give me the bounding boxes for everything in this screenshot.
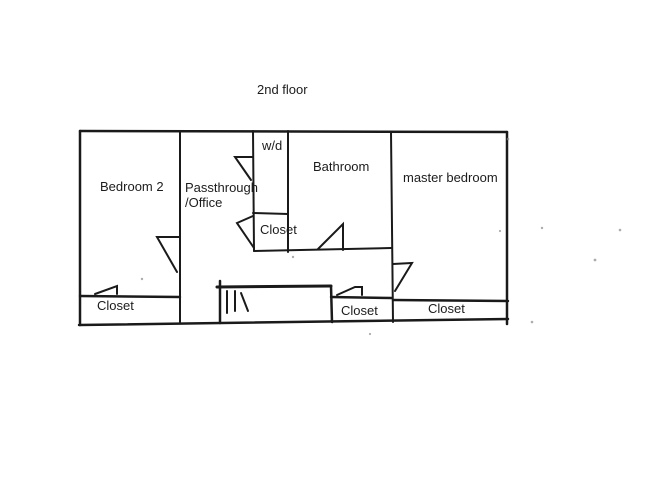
stairs-top-edge [215,284,333,289]
door-middle-closet [336,286,363,296]
speck [593,258,597,262]
outer-walls [77,129,510,327]
plan-title: 2nd floor [257,82,308,97]
wall-top [78,129,509,134]
closet-label-master: Closet [428,301,465,316]
wall-bedroom2-closet-top [78,294,182,299]
door-wd [233,156,254,181]
stair-tread-mark-3 [240,292,249,312]
speck [291,255,295,259]
speck [498,229,502,233]
door-bedroom2-closet [94,284,118,295]
room-label-bathroom: Bathroom [313,159,370,174]
room-label-master-bedroom: master bedroom [403,170,498,185]
room-label-passthrough-line2: /Office [185,195,223,210]
closet-label-middle: Closet [341,303,378,318]
interior-walls [78,130,510,323]
door-swings [94,156,414,296]
closet-label-bedroom2: Closet [97,298,134,313]
speck [618,228,622,232]
staircase [215,279,334,325]
room-label-wd: w/d [262,138,283,153]
speck [140,277,144,281]
door-bedroom2 [155,236,180,273]
closet-label-under-wd: Closet [260,222,297,237]
ink-specks [140,137,622,336]
speck [368,332,372,336]
wall-middle-closet-top [329,295,394,300]
wall-bathroom-bottom [253,247,392,252]
speck [530,320,534,324]
speck [540,226,544,230]
door-under-wd-closet [235,215,255,249]
wall-bathroom-master [390,131,394,323]
stairs-right-edge [329,284,334,324]
room-label-passthrough-line1: Passthrough [185,180,258,195]
wall-master-closet-top [391,298,510,303]
door-bathroom [317,221,344,251]
wall-wd-left [252,130,255,252]
room-label-bedroom-2: Bedroom 2 [100,179,164,194]
speck [506,137,510,141]
wall-bottom [77,317,510,327]
door-master-bedroom [392,261,414,292]
wall-wd-bottom [252,212,289,215]
